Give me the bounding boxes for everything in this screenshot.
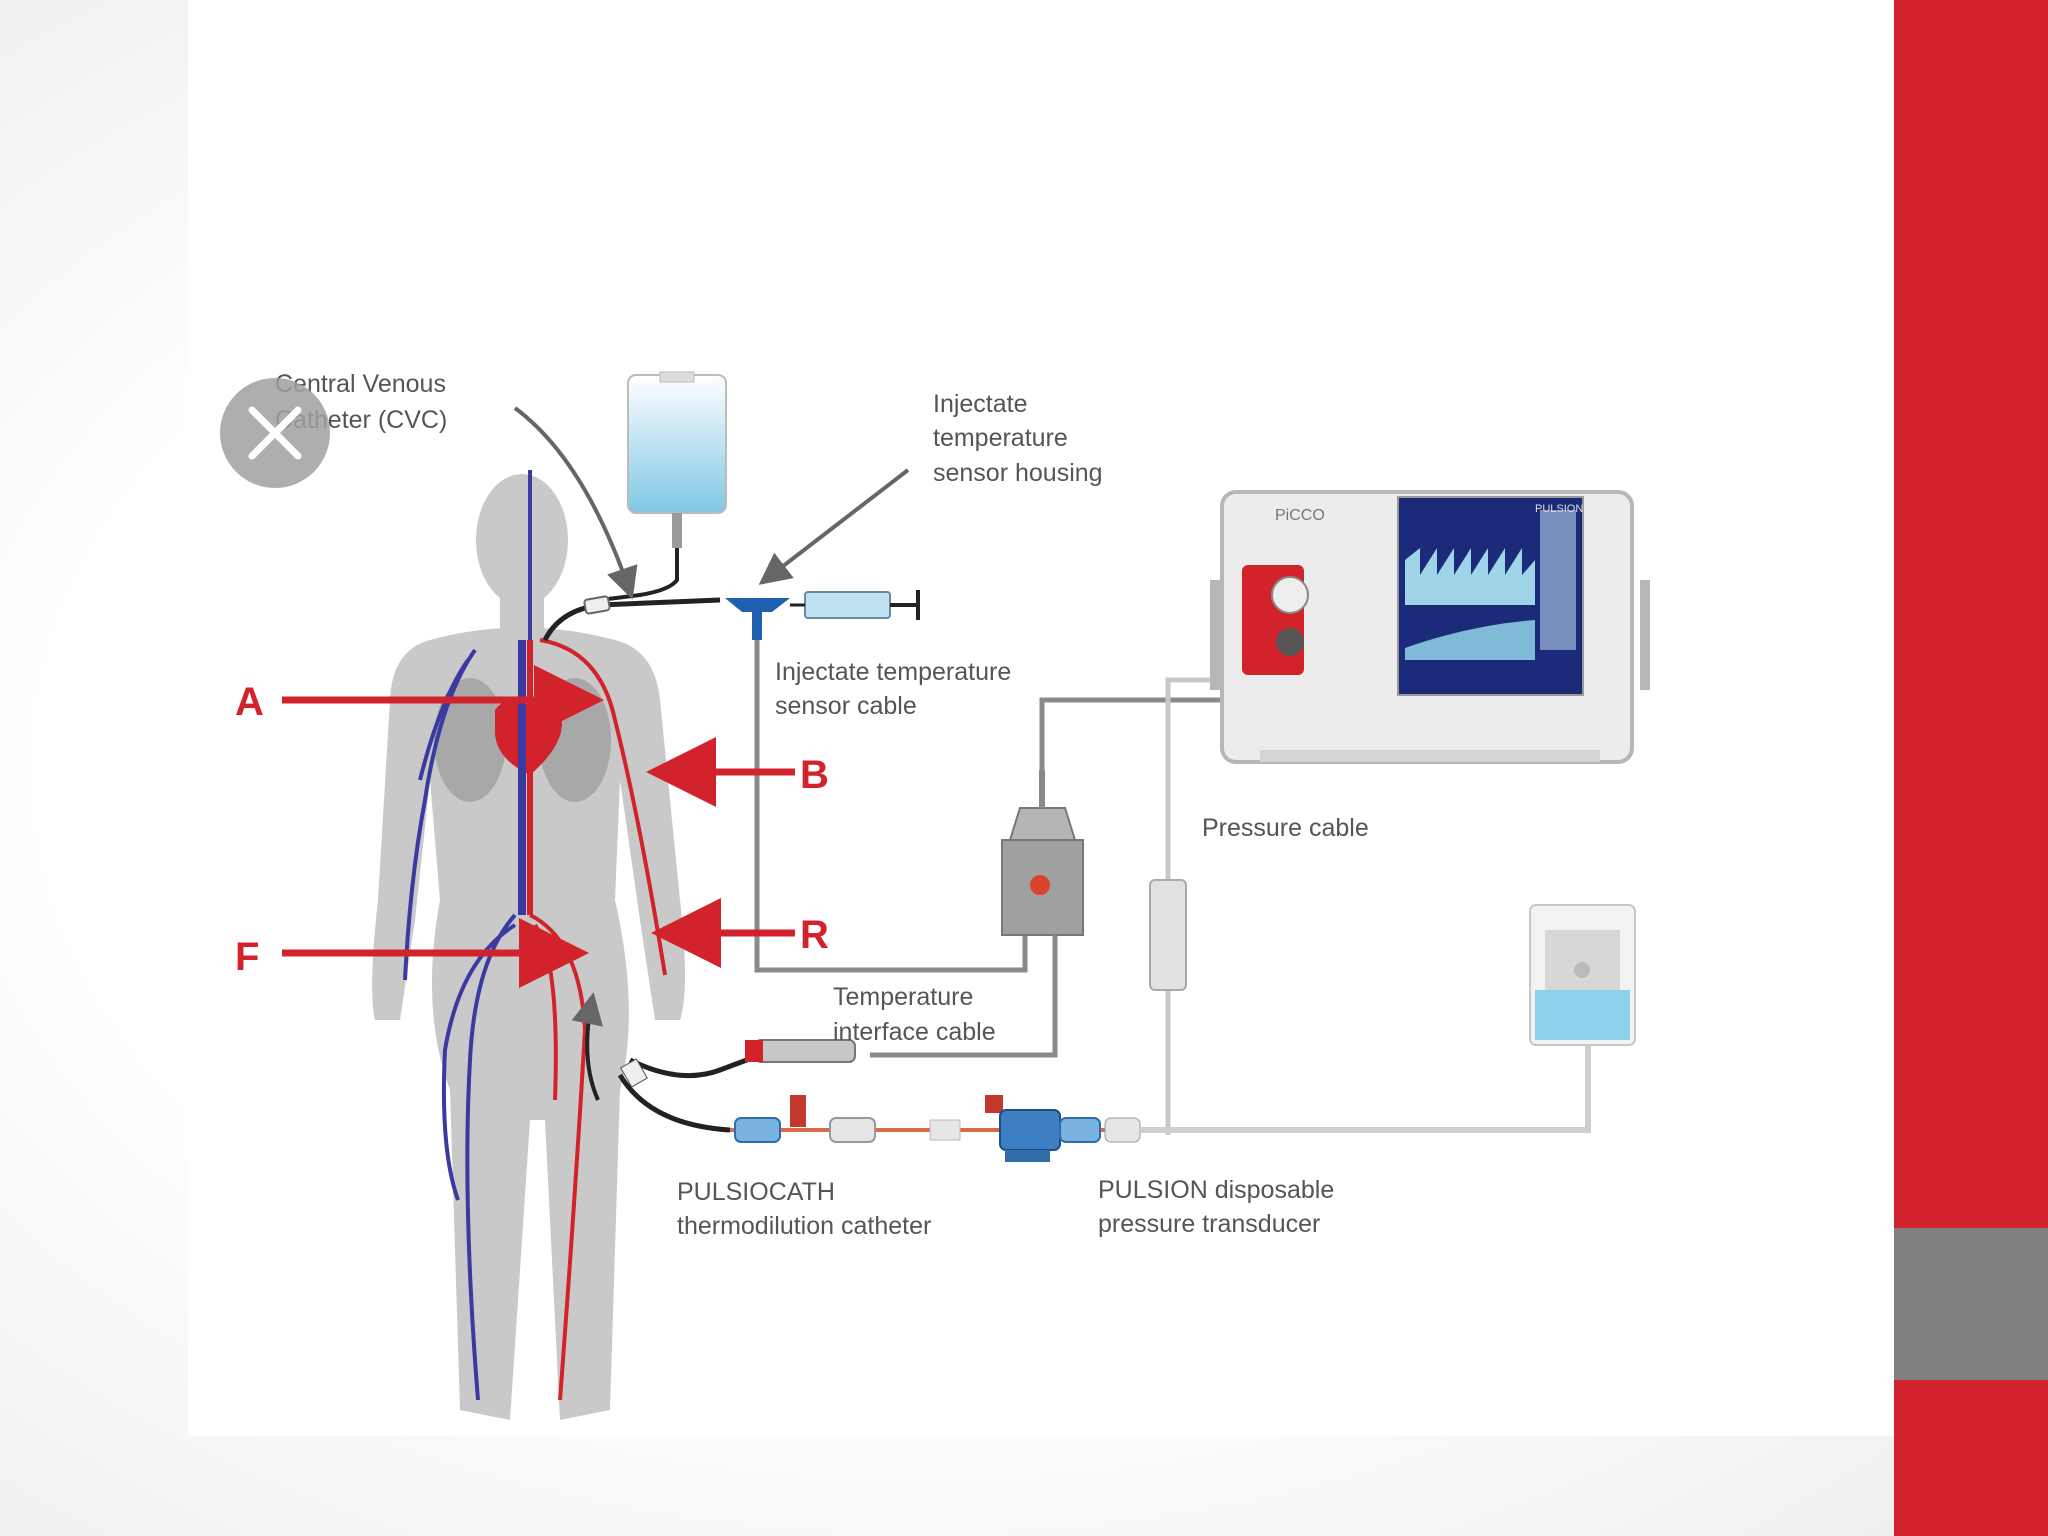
close-button[interactable]	[220, 378, 330, 488]
label-sensor-cable-line2: sensor cable	[775, 692, 917, 720]
cvc-pointer-arrow	[513, 406, 638, 600]
sensor-housing	[725, 598, 790, 640]
iv-bag-flush	[1529, 904, 1636, 1046]
catheter-hub	[620, 1058, 648, 1088]
slide-accent-gray-block	[1894, 1228, 2048, 1380]
temp-interface-cable	[870, 935, 1058, 1058]
pulsiocath-line-upper	[628, 1052, 761, 1079]
sensor-housing-pointer-arrow	[758, 468, 910, 585]
iv-tubing	[599, 548, 679, 602]
thermistor-connector-cap	[745, 1040, 763, 1062]
label-sensor-housing-line1: Injectate	[933, 390, 1028, 418]
pulsiocath-line-lower	[617, 1073, 731, 1133]
label-pulsiocath-line2: thermodilution catheter	[677, 1212, 931, 1240]
picco-monitor: PiCCO PULSION	[1210, 490, 1650, 764]
monitor-logo-text: PULSION	[1535, 503, 1583, 515]
catheter-insertion-arrow	[571, 992, 603, 1101]
label-pulsiocath-line1: PULSIOCATH	[677, 1178, 835, 1206]
label-transducer-line1: PULSION disposable	[1098, 1176, 1334, 1204]
body-head	[476, 474, 568, 606]
label-sensor-housing-line2: temperature	[933, 424, 1068, 452]
syringe	[790, 590, 920, 620]
transducer-assembly	[730, 1095, 1141, 1162]
left-lung	[434, 678, 506, 802]
label-sensor-cable-line1: Injectate temperature	[775, 658, 1011, 686]
temperature-interface-module	[1001, 770, 1084, 936]
label-sensor-housing-line3: sensor housing	[933, 459, 1103, 487]
marker-f: F	[235, 935, 259, 979]
close-icon	[248, 406, 302, 460]
veins	[403, 470, 532, 1401]
label-pressure-cable: Pressure cable	[1202, 814, 1369, 842]
iv-bag-injectate	[627, 371, 727, 548]
marker-b: B	[800, 753, 829, 797]
body-torso-limbs	[372, 627, 685, 1420]
sensor-cable	[754, 640, 1028, 973]
pressure-cable-connector	[1149, 879, 1187, 991]
marker-r: R	[800, 913, 829, 957]
label-transducer-line2: pressure transducer	[1098, 1210, 1320, 1238]
label-temp-interface-line2: interface cable	[833, 1018, 996, 1046]
flush-line	[1140, 1045, 1591, 1133]
label-temp-interface-line1: Temperature	[833, 983, 973, 1011]
marker-a: A	[235, 680, 264, 724]
monitor-brand-text: PiCCO	[1275, 507, 1325, 524]
cvc-connector	[583, 595, 611, 615]
